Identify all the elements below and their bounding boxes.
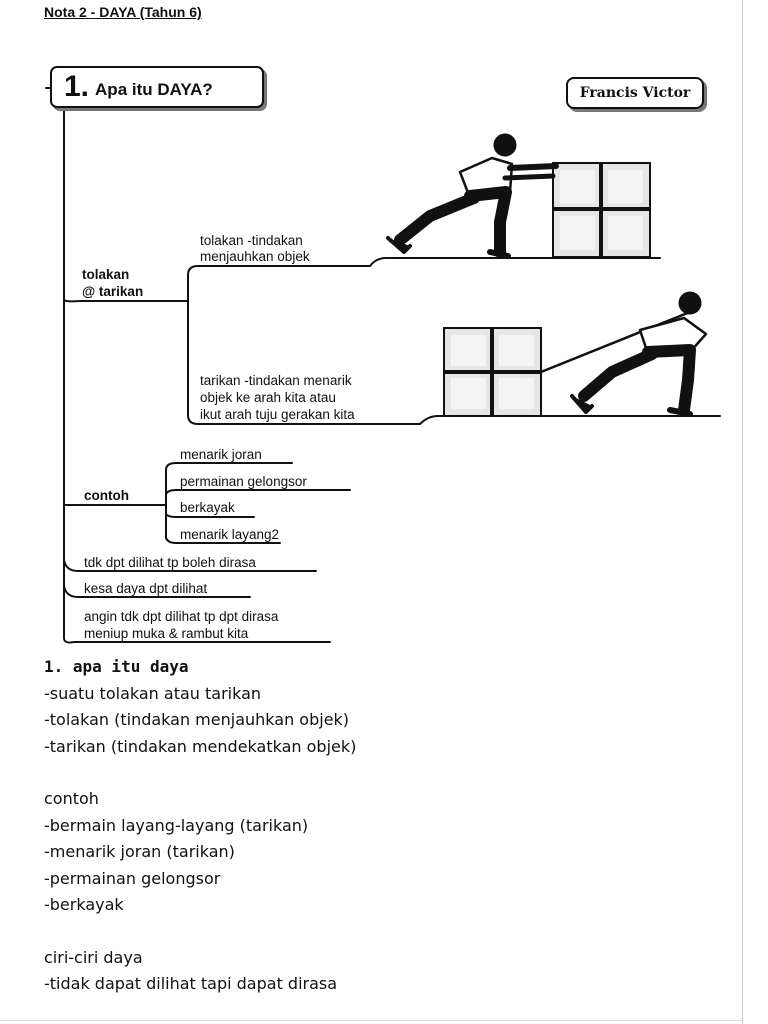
notes-definition-line: -suatu tolakan atau tarikan xyxy=(44,683,262,703)
notes-ciri-item: -tidak dapat dilihat tapi dapat dirasa xyxy=(44,974,338,993)
notes-contoh-item: -bermain layang-layang (tarikan) xyxy=(44,815,309,835)
trunk-line xyxy=(45,87,331,644)
title-text: Apa itu DAYA? xyxy=(95,80,213,99)
ciri-1-label: tdk dpt dilihat tp boleh dirasa xyxy=(84,555,256,570)
contoh-item-3: berkayak xyxy=(180,500,235,515)
branch-line-ciri-2 xyxy=(63,585,251,598)
contoh-item-2: permainan gelongsor xyxy=(180,474,307,489)
connector-contoh-4 xyxy=(165,504,281,544)
connector-contoh xyxy=(165,462,293,506)
man-pushing-illustration xyxy=(386,133,559,259)
page-edge-bottom xyxy=(0,1020,742,1021)
ciri-2-label: kesa daya dpt dilihat xyxy=(84,581,208,596)
author-label: Francis Victor xyxy=(566,77,704,109)
connector-tarikan xyxy=(187,300,721,425)
branch-label-tolakan: tolakan xyxy=(82,267,130,282)
notes-contoh-heading: contoh xyxy=(44,789,99,808)
connector-tolakan xyxy=(187,257,661,302)
ciri-3-line-2: meniup muka & rambut kita xyxy=(84,626,249,641)
notes-spacer xyxy=(44,919,704,945)
ciri-3-line-1: angin tdk dpt dilihat tp dpt dirasa xyxy=(84,609,279,624)
mind-map-diagram xyxy=(45,87,721,644)
notes-heading: 1. apa itu daya xyxy=(44,657,189,676)
notes-contoh-item: -permainan gelongsor xyxy=(44,868,221,888)
notes-contoh-item: -berkayak xyxy=(44,895,124,914)
notes-contoh-item: -menarik joran (tarikan) xyxy=(44,842,235,861)
box-pushed-illustration xyxy=(552,162,651,258)
tarikan-desc-line-1: tarikan -tindakan menarik xyxy=(200,373,352,388)
branch-label-contoh: contoh xyxy=(84,488,129,503)
branch-label-tarikan: @ tarikan xyxy=(82,284,144,299)
contoh-item-4: menarik layang2 xyxy=(180,527,280,542)
notes-spacer xyxy=(44,760,704,786)
title-number: 1. xyxy=(64,70,90,103)
tarikan-desc-line-3: ikut arah tuju gerakan kita xyxy=(200,407,355,422)
branch-line-tolakan-tarikan xyxy=(63,299,189,303)
page-title: Nota 2 - DAYA (Tahun 6) xyxy=(44,4,202,20)
notes-ciri-heading: ciri-ciri daya xyxy=(44,947,143,967)
tolakan-desc-line-2: menjauhkan objek xyxy=(200,249,310,264)
notes-section: 1. apa itu daya -suatu tolakan atau tari… xyxy=(44,654,704,998)
tolakan-desc-line-1: tolakan -tindakan xyxy=(200,233,303,248)
notes-definition-line: -tolakan (tindakan menjauhkan objek) xyxy=(44,710,350,729)
contoh-item-1: menarik joran xyxy=(180,447,262,462)
box-pulled-illustration xyxy=(443,327,542,417)
notes-definition-line: -tarikan (tindakan mendekatkan objek) xyxy=(44,736,357,756)
man-pulling-illustration xyxy=(539,291,708,417)
page-edge-right xyxy=(742,0,743,1024)
branch-line-ciri-1 xyxy=(63,559,317,572)
mind-map-title-box: 1. Apa itu DAYA? xyxy=(50,66,264,108)
connector-contoh-2 xyxy=(165,489,351,495)
tarikan-desc-line-2: objek ke arah kita atau xyxy=(200,390,336,405)
